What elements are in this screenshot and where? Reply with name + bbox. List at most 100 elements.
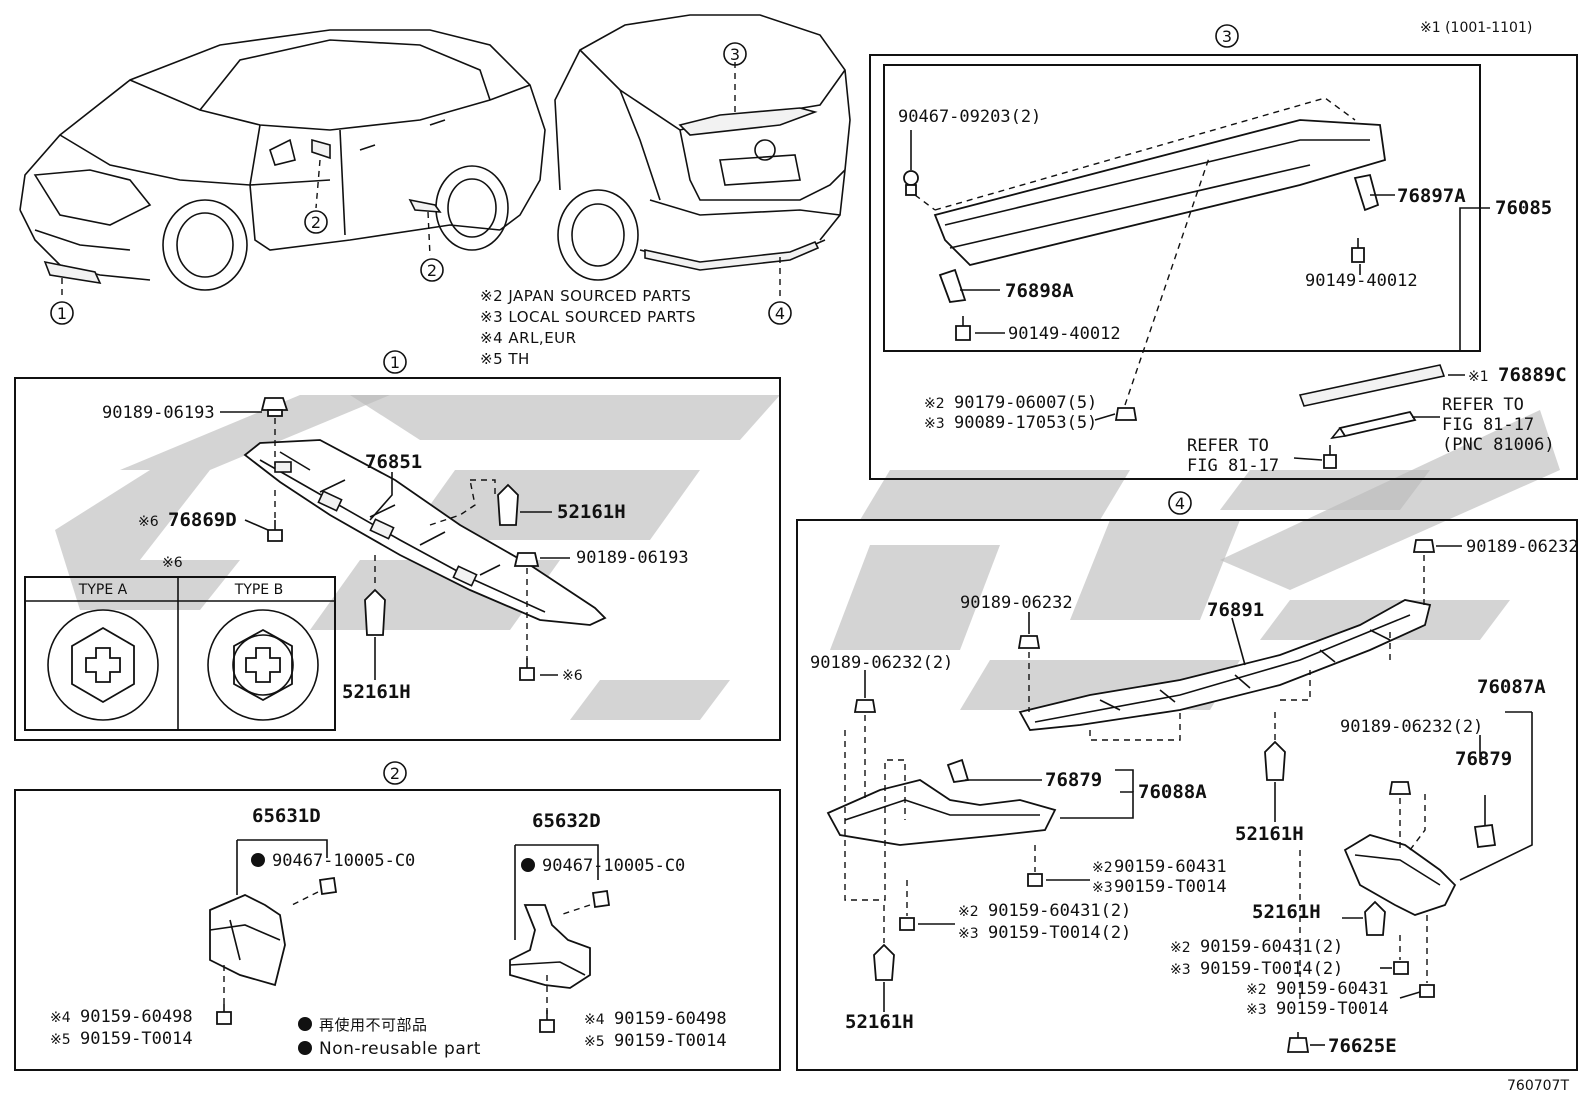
- label-90159-60498-left: 90159-60498: [80, 1007, 193, 1027]
- label-90149-40012-l: 90149-40012: [1008, 324, 1121, 344]
- note-2: ※2 JAPAN SOURCED PARTS: [480, 287, 691, 305]
- label-90149-40012-r: 90149-40012: [1305, 271, 1418, 291]
- label-note2-mid: ※2: [1092, 860, 1113, 876]
- label-52161H-right: 52161H: [557, 501, 626, 523]
- label-90467-09203: 90467-09203(2): [898, 107, 1041, 127]
- legend-en: Non-reusable part: [319, 1039, 481, 1059]
- label-90159-T0014-left: 90159-T0014: [80, 1029, 193, 1049]
- label-90089-17053: 90089-17053(5): [954, 413, 1097, 433]
- label-52161H-r: 52161H: [1252, 901, 1321, 923]
- legend-jp: 再使用不可部品: [319, 1016, 428, 1034]
- label-52161H-bottom: 52161H: [342, 681, 411, 703]
- label-76897A: 76897A: [1397, 185, 1466, 207]
- label-90159-60431-r: 90159-60431(2): [1200, 937, 1343, 957]
- label-90189-06232-r2: 90189-06232(2): [1340, 717, 1483, 737]
- label-76879-r: 76879: [1455, 748, 1512, 770]
- section-3: 3 90467-092: [869, 24, 1578, 480]
- label-90159-T0014-r: 90159-T0014(2): [1200, 959, 1343, 979]
- rear-car-illustration: [554, 14, 851, 281]
- label-76898A: 76898A: [1005, 280, 1074, 302]
- label-note3-mid: ※3: [1092, 880, 1113, 896]
- section-3-frame: [869, 54, 1578, 480]
- label-90189-06193-top: 90189-06193: [102, 403, 215, 423]
- type-a-screw-icon: [47, 609, 159, 721]
- section-1: 1 90189-06193 76851 ※6: [14, 350, 781, 741]
- section-2: 2 65631D 90467-10005-C0 ※4 90159-60498 ※…: [14, 761, 781, 1071]
- note-4: ※4 ARL,EUR: [480, 329, 577, 347]
- legend-dot-en: [298, 1041, 312, 1055]
- sourcing-notes: ※2 JAPAN SOURCED PARTS ※3 LOCAL SOURCED …: [480, 287, 696, 368]
- type-a-label: TYPE A: [78, 582, 128, 598]
- label-65631D: 65631D: [252, 805, 321, 827]
- type-table-note: ※6: [162, 555, 183, 571]
- label-note2-l: ※2: [958, 904, 979, 920]
- section-2-number: 2: [390, 764, 400, 783]
- label-90189-06232-left: 90189-06232(2): [810, 653, 953, 673]
- footnote-1: ※1 (1001-1101): [1420, 20, 1532, 36]
- label-76891: 76891: [1207, 599, 1264, 621]
- callout-2b: 2: [427, 261, 437, 280]
- section-4-frame: [796, 519, 1578, 1071]
- label-refer2-a: REFER TO: [1187, 436, 1269, 456]
- type-b-label: TYPE B: [234, 582, 283, 598]
- front-car-illustration: [19, 29, 546, 291]
- label-90467-left: 90467-10005-C0: [272, 851, 415, 871]
- label-note3-r: ※3: [1170, 962, 1191, 978]
- label-76088A: 76088A: [1138, 781, 1207, 803]
- label-refer1-a: REFER TO: [1442, 395, 1524, 415]
- label-76851: 76851: [365, 451, 422, 473]
- label-65632D: 65632D: [532, 810, 601, 832]
- label-90159-60431-l: 90159-60431(2): [988, 901, 1131, 921]
- non-reusable-dot-left: [251, 853, 265, 867]
- label-note5-left: ※5: [50, 1032, 71, 1048]
- section-1-frame: [14, 377, 781, 741]
- section-4-number: 4: [1175, 494, 1185, 513]
- type-b-screw-icon: [207, 609, 319, 721]
- label-76625E: 76625E: [1328, 1035, 1397, 1057]
- label-90159-60431-r3: 90159-60431: [1276, 979, 1389, 999]
- label-note3-l: ※3: [958, 926, 979, 942]
- label-90159-T0014-r4: 90159-T0014: [1276, 999, 1389, 1019]
- note-5: ※5 TH: [480, 350, 530, 368]
- label-note2-r3: ※2: [1246, 982, 1267, 998]
- callout-2a: 2: [311, 213, 321, 232]
- label-90467-right: 90467-10005-C0: [542, 856, 685, 876]
- section-1-number: 1: [390, 353, 400, 372]
- label-note2-nut: ※2: [924, 396, 945, 412]
- label-90159-60498-right: 90159-60498: [614, 1009, 727, 1029]
- section-4: 4: [796, 491, 1579, 1071]
- label-90189-06232-tr: 90189-06232: [1466, 537, 1579, 557]
- label-note2-r: ※2: [1170, 940, 1191, 956]
- callout-4: 4: [775, 304, 785, 323]
- label-note5-right: ※5: [584, 1034, 605, 1050]
- legend-dot-jp: [298, 1017, 312, 1031]
- label-90189-06232-mid: 90189-06232: [960, 593, 1073, 613]
- non-reusable-dot-right: [521, 858, 535, 872]
- label-refer2-b: FIG 81-17: [1187, 456, 1279, 476]
- label-note3-nut: ※3: [924, 416, 945, 432]
- note-3: ※3 LOCAL SOURCED PARTS: [480, 308, 696, 326]
- label-refer1-c: (PNC 81006): [1442, 435, 1555, 455]
- label-76879-l: 76879: [1045, 769, 1102, 791]
- label-76087A: 76087A: [1477, 676, 1546, 698]
- label-90179-06007: 90179-06007(5): [954, 393, 1097, 413]
- label-note3-r4: ※3: [1246, 1002, 1267, 1018]
- label-90189-06193-right: 90189-06193: [576, 548, 689, 568]
- overview-callouts: 1 2 2 3 4: [50, 42, 792, 325]
- label-refer1-b: FIG 81-17: [1442, 415, 1534, 435]
- label-note6-left: ※6: [138, 514, 159, 530]
- label-90159-60431-mid: 90159-60431: [1114, 857, 1227, 877]
- section-2-frame: [14, 789, 781, 1071]
- label-52161H-bl: 52161H: [845, 1011, 914, 1033]
- label-note1-strip: ※1: [1468, 369, 1489, 385]
- callout-3: 3: [730, 45, 740, 64]
- label-90159-T0014-l: 90159-T0014(2): [988, 923, 1131, 943]
- label-76889C: 76889C: [1498, 364, 1567, 386]
- label-76085: 76085: [1495, 197, 1552, 219]
- label-note4-right: ※4: [584, 1012, 605, 1028]
- label-note4-left: ※4: [50, 1010, 71, 1026]
- label-note6-bottom: ※6: [562, 668, 583, 684]
- label-76869D: 76869D: [168, 509, 237, 531]
- label-90159-T0014-right: 90159-T0014: [614, 1031, 727, 1051]
